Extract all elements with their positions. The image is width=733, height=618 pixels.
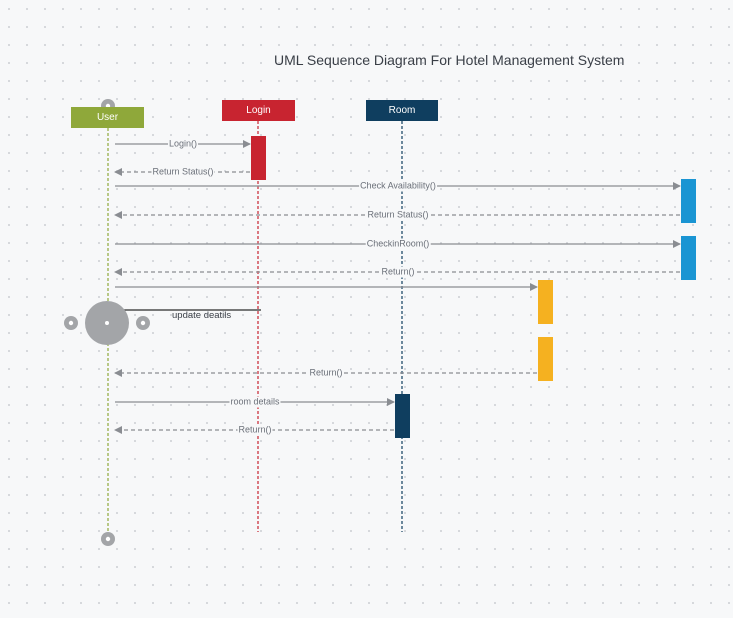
update-activation-bar-bottom[interactable] — [538, 337, 553, 381]
actor-user[interactable]: User — [71, 107, 144, 128]
drag-handle-center-dot — [105, 321, 109, 325]
msg-return-status-2-label: Return Status() — [366, 209, 430, 221]
right-resize-handle[interactable] — [136, 316, 150, 330]
msg-check-availability-label: Check Availability() — [359, 180, 437, 192]
checkin-activation-bar[interactable] — [681, 236, 696, 280]
actor-login[interactable]: Login — [222, 100, 295, 121]
update-activation-bar-top[interactable] — [538, 280, 553, 324]
update-details-label: update deatils — [172, 310, 232, 321]
availability-activation-bar[interactable] — [681, 179, 696, 223]
msg-return-2-label: Return() — [308, 367, 344, 379]
msg-checkin-room-label: CheckinRoom() — [365, 238, 431, 250]
msg-login-label: Login() — [167, 138, 199, 150]
msg-room-details-label: room details — [229, 396, 281, 408]
user-lifeline-bottom-handle[interactable] — [101, 532, 115, 546]
msg-return-label: Return() — [380, 266, 416, 278]
msg-return-status-label: Return Status() — [151, 166, 215, 178]
diagram-title: UML Sequence Diagram For Hotel Managemen… — [274, 52, 625, 68]
msg-return-3-label: Return() — [237, 424, 273, 436]
login-activation-bar[interactable] — [251, 136, 266, 180]
room-activation-bar[interactable] — [395, 394, 410, 438]
left-resize-handle[interactable] — [64, 316, 78, 330]
actor-room[interactable]: Room — [366, 100, 438, 121]
